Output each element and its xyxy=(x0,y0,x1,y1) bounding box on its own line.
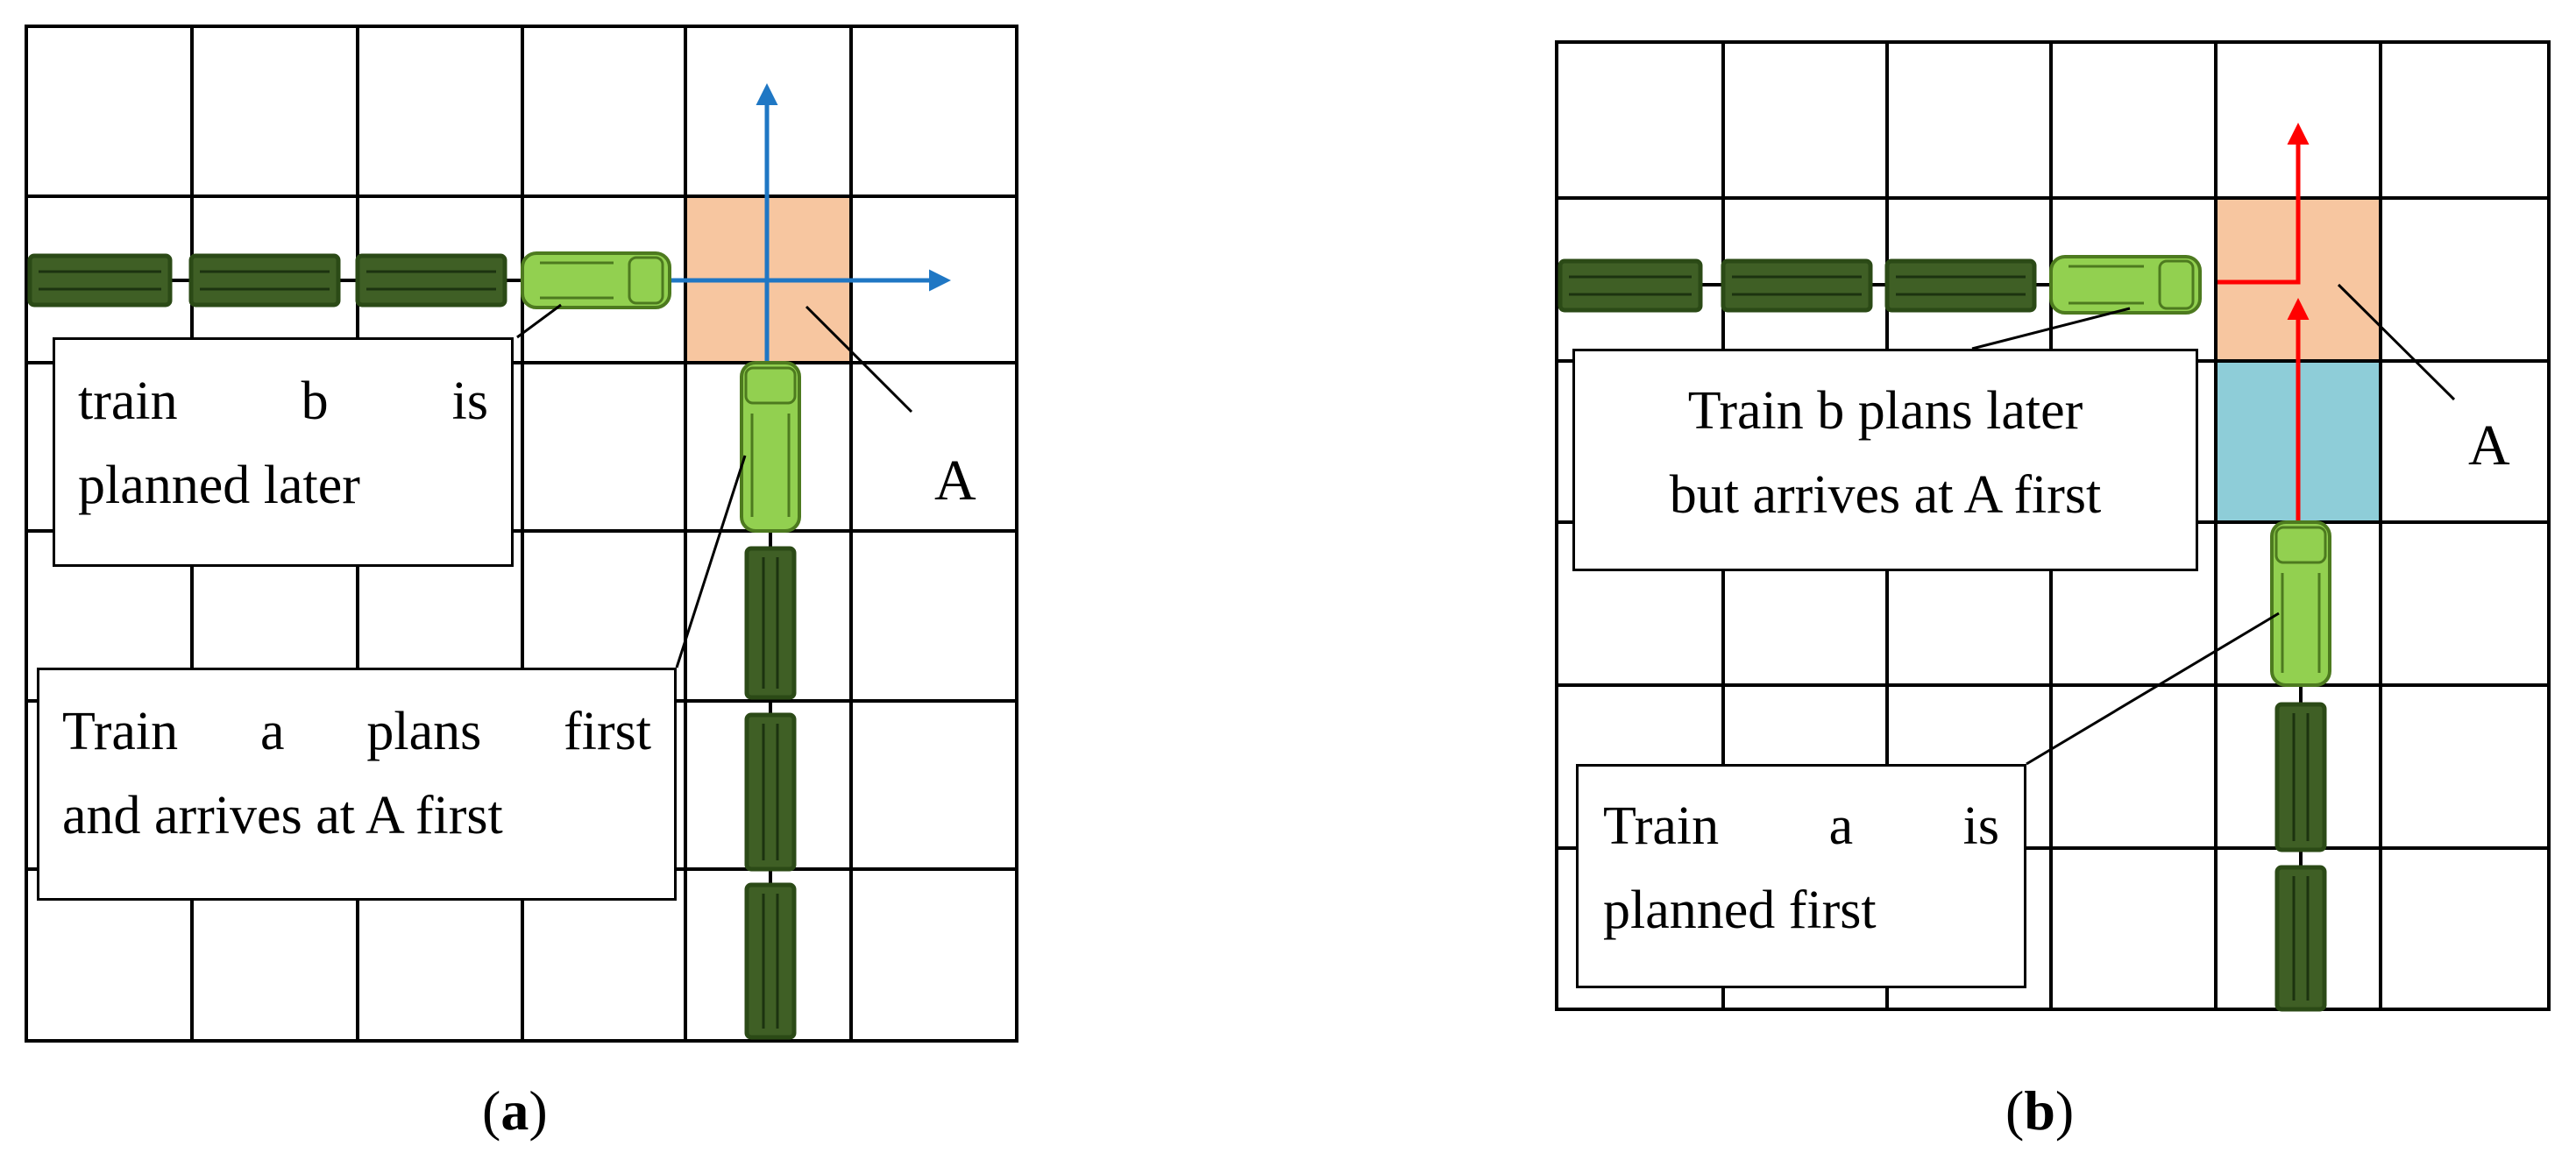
callout-line: and arrives at A first xyxy=(62,786,503,845)
cell-label-a: A xyxy=(934,449,976,513)
arrow-paths-b xyxy=(2218,123,2310,522)
train-car xyxy=(744,546,797,1040)
callout-train-a-a: Train a plans first and arrives at A fir… xyxy=(37,668,677,901)
train-head-a-b xyxy=(2270,520,2331,687)
cell-label-b: A xyxy=(2468,414,2510,477)
callout-line: planned later xyxy=(78,456,360,515)
train-car xyxy=(2274,702,2327,1012)
train-b-b xyxy=(1558,255,2202,315)
callout-line: train b is xyxy=(78,371,489,431)
train-head-a-a xyxy=(740,361,801,533)
callout-train-b-a: train b is planned later xyxy=(53,337,514,567)
leaders-b xyxy=(1971,283,2456,766)
callout-line: Train a is xyxy=(1603,796,2000,856)
train-a-b xyxy=(2270,520,2331,1012)
callout-train-a-b: Train a is planned first xyxy=(1576,764,2026,988)
arrow-b-path xyxy=(2218,123,2310,285)
caption-b: (b) xyxy=(2005,1079,2075,1142)
arrow-cross-a xyxy=(659,83,951,363)
train-car xyxy=(27,253,507,308)
train-a-a xyxy=(740,361,801,1040)
callout-line: Train b plans later xyxy=(1687,381,2083,441)
callout-line: planned first xyxy=(1603,881,1877,940)
callout-line: Train a plans first xyxy=(62,702,651,761)
train-head-b-a xyxy=(521,251,671,309)
train-car xyxy=(1558,258,2037,313)
caption-a: (a) xyxy=(482,1079,548,1142)
callout-train-b-b: Train b plans later but arrives at A fir… xyxy=(1572,349,2198,571)
train-b-a xyxy=(27,251,671,309)
panel-b xyxy=(1555,40,2551,1012)
leaders-a xyxy=(516,303,913,668)
train-head-b-b xyxy=(2049,255,2202,315)
callout-line: but arrives at A first xyxy=(1669,465,2102,525)
